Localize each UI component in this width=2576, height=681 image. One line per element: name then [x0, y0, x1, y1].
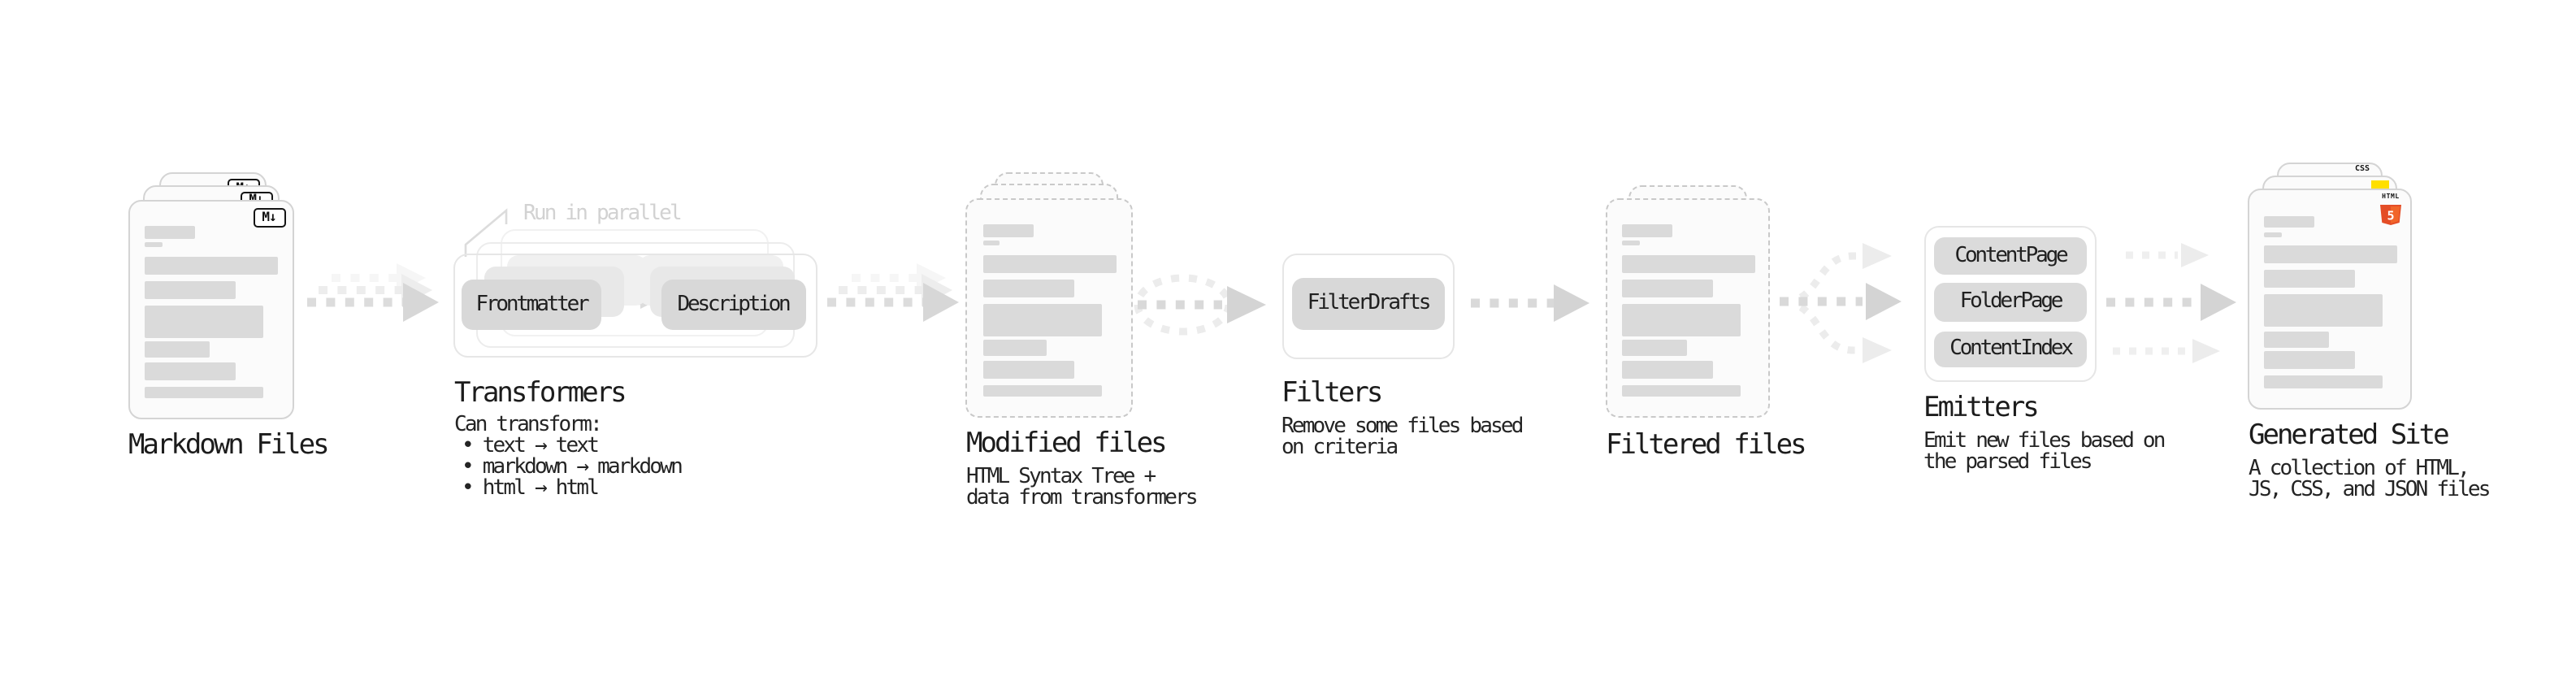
generated-file-card-html: HTML 5 [2247, 189, 2411, 409]
run-in-parallel-callout-line [464, 208, 508, 257]
placeholder-bar [2264, 270, 2355, 288]
arrow-transformers-to-modified [827, 263, 959, 322]
placeholder-bar [2264, 375, 2383, 388]
stage-title-markdown-files: Markdown Files [128, 428, 330, 461]
subtitle-line: on criteria [1281, 435, 1399, 460]
css-badge-label: CSS [2354, 164, 2370, 174]
stage-title-emitters: Emitters [1923, 391, 2040, 423]
emitters-subtitle: Emit new files based on the parsed files [1923, 429, 2166, 475]
arrow-markdown-to-transformers [307, 263, 439, 322]
transformers-note-list: • text → text • markdown → markdown • ht… [462, 434, 683, 501]
markdown-file-card-front: M↓ [128, 199, 293, 419]
placeholder-bar [1622, 340, 1686, 356]
placeholder-bar [982, 279, 1073, 297]
placeholder-bar [2264, 351, 2355, 369]
arrow-modified-to-filters [1134, 274, 1266, 336]
arrow-emitters-to-generated [2106, 243, 2236, 363]
html5-shield: 5 [2380, 205, 2401, 225]
js-badge-icon [2370, 180, 2388, 189]
placeholder-bar [2264, 245, 2397, 263]
stage-title-modified-files: Modified files [966, 427, 1168, 460]
filters-card [1281, 254, 1455, 359]
placeholder-bar [145, 341, 209, 358]
placeholder-bar [2264, 331, 2328, 347]
placeholder-bar [1622, 254, 1755, 272]
stage-title-transformers: Transformers [454, 376, 627, 409]
placeholder-bar [145, 226, 195, 238]
arrow-filters-to-filtered [1471, 284, 1589, 322]
note-item: • text → text [462, 434, 600, 458]
subtitle-line: the parsed files [1923, 450, 2092, 475]
subtitle-line: A collection of HTML, [2249, 456, 2470, 480]
subtitle-line: Emit new files based on [1923, 429, 2166, 453]
filterdrafts-pill: FilterDrafts [1292, 278, 1444, 329]
modified-file-card-front [965, 197, 1132, 417]
placeholder-bar [1622, 360, 1713, 378]
placeholder-bar [982, 360, 1073, 378]
placeholder-bar [982, 254, 1116, 272]
subtitle-line: data from transformers [966, 485, 1199, 510]
placeholder-bar [1622, 224, 1672, 236]
run-in-parallel-annotation: Run in parallel [523, 202, 683, 226]
placeholder-bar [145, 362, 236, 380]
placeholder-bar [1622, 241, 1639, 245]
placeholder-bar [2264, 232, 2281, 236]
markdown-badge-icon: M↓ [253, 208, 285, 227]
filtered-file-card-front [1605, 197, 1770, 417]
placeholder-bar [982, 384, 1101, 397]
stage-title-filters: Filters [1281, 376, 1383, 409]
contentpage-pill: ContentPage [1934, 237, 2087, 274]
folderpage-pill: FolderPage [1934, 283, 2087, 321]
subtitle-line: JS, CSS, and JSON files [2249, 477, 2491, 502]
placeholder-bar [145, 242, 162, 247]
placeholder-bar [145, 256, 278, 274]
svg-text:5: 5 [2387, 209, 2394, 223]
generated-site-subtitle: A collection of HTML, JS, CSS, and JSON … [2249, 456, 2491, 502]
placeholder-bar [145, 386, 263, 398]
subtitle-line: Remove some files based [1281, 414, 1524, 438]
placeholder-bar [1622, 303, 1741, 336]
stage-title-filtered-files: Filtered files [1606, 429, 1807, 462]
modified-files-subtitle: HTML Syntax Tree + data from transformer… [966, 464, 1199, 510]
placeholder-bar [2264, 215, 2314, 228]
emitters-card [1923, 226, 2097, 382]
placeholder-bar [145, 305, 263, 337]
placeholder-bar [982, 303, 1101, 336]
filters-subtitle: Remove some files based on criteria [1281, 414, 1524, 460]
html5-logo-label: HTML [2382, 192, 2400, 200]
placeholder-bar [1622, 384, 1741, 397]
subtitle-line: HTML Syntax Tree + [966, 464, 1156, 488]
description-pill: Description [661, 279, 805, 329]
note-item: • markdown → markdown [462, 455, 683, 480]
html5-logo-icon: HTML 5 [2379, 193, 2402, 232]
placeholder-bar [982, 340, 1047, 356]
placeholder-bar [145, 280, 236, 298]
note-item: • html → html [462, 476, 600, 501]
placeholder-bar [982, 224, 1033, 236]
stage-title-generated-site: Generated Site [2249, 419, 2450, 451]
frontmatter-pill: Frontmatter [462, 279, 601, 329]
transformers-note-heading: Can transform: [454, 412, 603, 436]
placeholder-bar [1622, 279, 1713, 297]
contentindex-pill: ContentIndex [1934, 331, 2087, 367]
placeholder-bar [2264, 294, 2383, 327]
placeholder-bar [982, 241, 1000, 245]
arrow-filtered-to-emitters [1780, 243, 1902, 363]
